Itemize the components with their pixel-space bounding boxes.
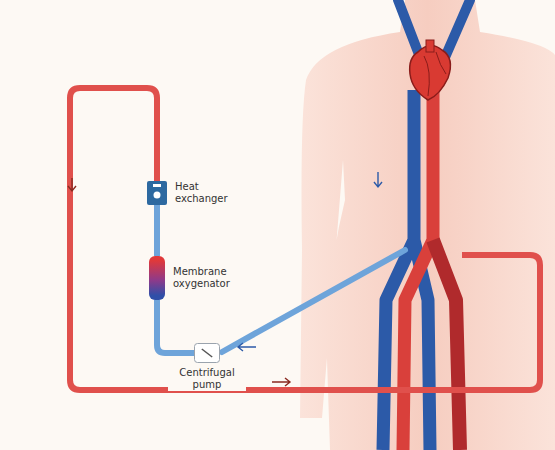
part-label: Centrifugal pump: [168, 367, 246, 391]
heat-exchanger: Heat exchanger: [147, 181, 167, 205]
flow-arrow: [374, 172, 382, 187]
part-label: Membrane oxygenator: [171, 266, 249, 290]
heat-exchanger-body: [147, 181, 167, 205]
part-label: Heat exchanger: [173, 181, 251, 205]
heart: [410, 40, 451, 100]
membrane-oxygenator: Membrane oxygenator: [149, 256, 165, 300]
tube-connector: [157, 300, 194, 353]
femoral-artery: [433, 240, 460, 450]
tube-connector: [154, 205, 160, 256]
hx-icon: [147, 181, 167, 205]
return-line: [70, 88, 540, 390]
heat-exchanger-slot: [153, 184, 161, 187]
pump-rotor: [202, 349, 212, 357]
flow-arrow: [68, 178, 76, 191]
flow-arrow: [238, 343, 256, 351]
centrifugal-pump: Centrifugal pump: [194, 343, 220, 363]
aorta: [403, 90, 433, 450]
heat-exchanger-dial: [154, 192, 161, 199]
pump-body: [195, 344, 220, 363]
body-silhouette: [300, 0, 555, 450]
oxygenator-body: [149, 256, 165, 300]
oxy-icon: [149, 256, 165, 300]
pump-icon: [194, 343, 220, 363]
flow-arrow: [272, 378, 290, 386]
drainage-cannula: [222, 250, 405, 352]
